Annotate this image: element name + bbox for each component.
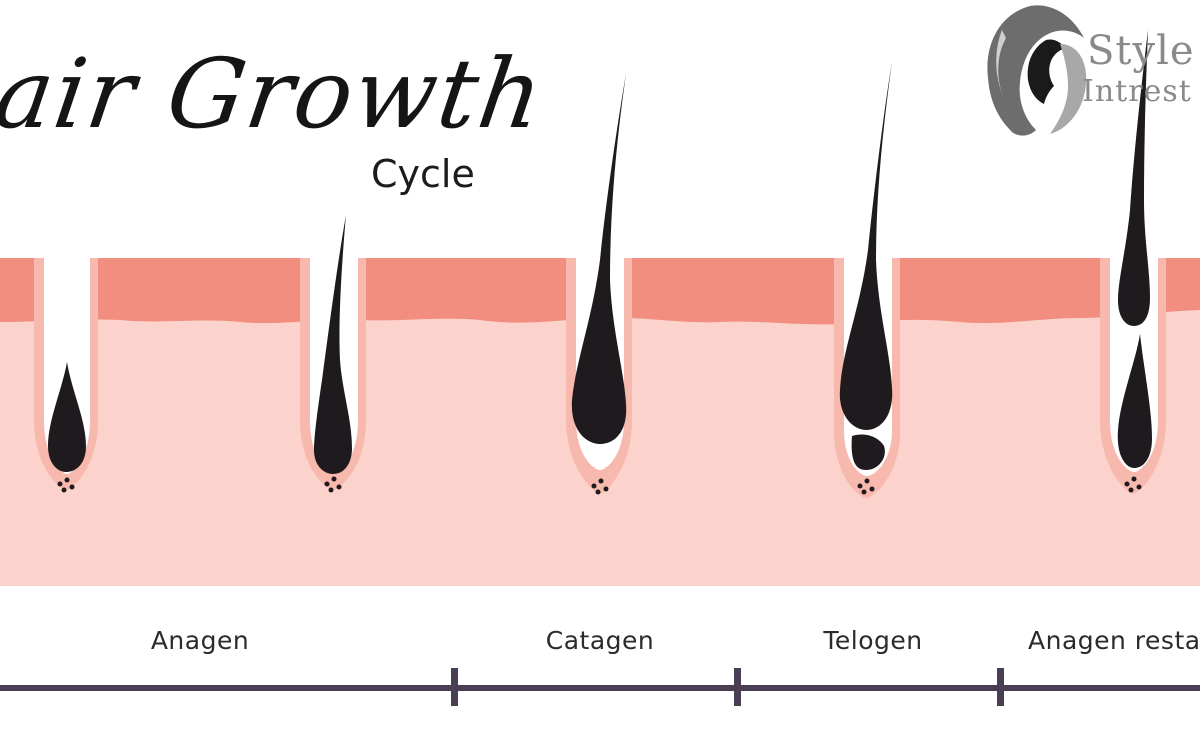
logo-text-line-2: Intrest: [1082, 74, 1192, 109]
follicle-anagen-restart: [1100, 30, 1166, 494]
phase-label-catagen: Catagen: [545, 626, 655, 655]
timeline: [0, 668, 1200, 706]
timeline-tick-2: [734, 668, 741, 706]
diagram-title: air Growth: [0, 38, 552, 150]
logo-text-line-1: Style: [1087, 28, 1195, 74]
phase-label-telogen: Telogen: [823, 626, 923, 655]
follicle-catagen: [566, 74, 632, 495]
phase-label-anagen: Anagen: [150, 626, 250, 655]
diagram-subtitle: Cycle: [371, 152, 475, 196]
timeline-tick-1: [451, 668, 458, 706]
timeline-line: [0, 685, 1200, 691]
follicle-anagen-2: [300, 215, 366, 493]
phase-label-anagen-restart: Anagen resta: [1028, 626, 1200, 655]
timeline-tick-3: [997, 668, 1004, 706]
follicle-anagen-1: [34, 258, 98, 493]
follicle-telogen: [834, 62, 900, 498]
woman-profile-icon: [987, 5, 1087, 136]
